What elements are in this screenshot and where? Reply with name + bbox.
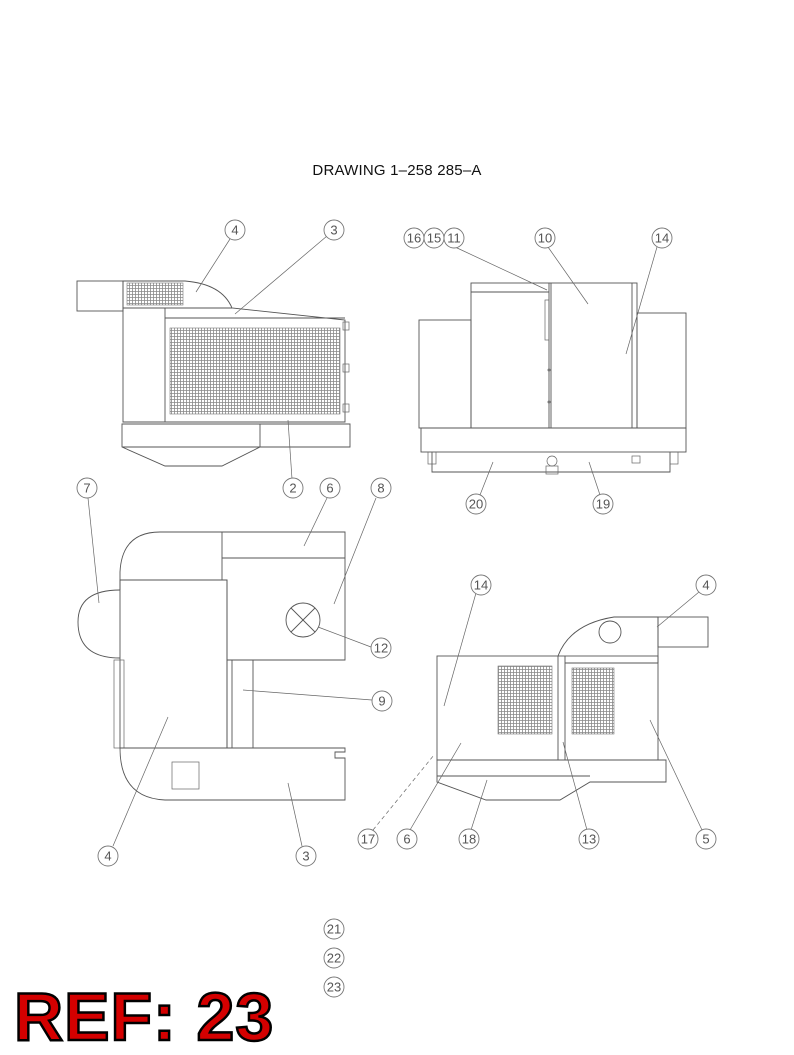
balloon-3-bottom-left: 3	[295, 845, 317, 867]
leader-lines	[87, 235, 703, 847]
svg-text:4: 4	[702, 578, 709, 593]
balloon-22: 22	[323, 947, 345, 969]
svg-text:3: 3	[330, 223, 337, 238]
balloon-17: 17	[357, 828, 379, 850]
svg-text:2: 2	[289, 481, 296, 496]
svg-text:23: 23	[327, 980, 341, 995]
balloon-5: 5	[695, 828, 717, 850]
balloon-3-top-left: 3	[323, 219, 345, 241]
svg-text:19: 19	[596, 497, 610, 512]
svg-text:21: 21	[327, 922, 341, 937]
balloon-6-bottom-right: 6	[396, 828, 418, 850]
balloon-7: 7	[76, 477, 98, 499]
svg-text:20: 20	[469, 497, 483, 512]
svg-text:12: 12	[374, 641, 388, 656]
svg-text:18: 18	[462, 832, 476, 847]
svg-text:15: 15	[427, 231, 441, 246]
svg-text:14: 14	[474, 578, 488, 593]
svg-text:13: 13	[582, 832, 596, 847]
view-top-bottom-left	[77, 531, 346, 801]
balloon-15: 15	[423, 227, 445, 249]
balloon-21: 21	[323, 918, 345, 940]
svg-text:8: 8	[377, 481, 384, 496]
balloon-19: 19	[592, 493, 614, 515]
balloon-14-top-right: 14	[651, 227, 673, 249]
balloon-10: 10	[534, 227, 556, 249]
balloon-4-top-left: 4	[224, 219, 246, 241]
balloon-6-bottom-left: 6	[319, 477, 341, 499]
balloon-13: 13	[578, 828, 600, 850]
balloon-9: 9	[371, 690, 393, 712]
svg-text:17: 17	[361, 832, 375, 847]
part-balloons: 4 3 2 16 15 11 10 14 20 19 7 6 8 12 9 4 …	[76, 219, 717, 998]
balloon-12: 12	[370, 637, 392, 659]
balloon-18: 18	[458, 828, 480, 850]
balloon-4-bottom-right: 4	[695, 574, 717, 596]
svg-text:6: 6	[326, 481, 333, 496]
balloon-20: 20	[465, 493, 487, 515]
svg-text:10: 10	[538, 231, 552, 246]
svg-text:5: 5	[702, 832, 709, 847]
svg-text:9: 9	[378, 694, 385, 709]
drawing-title: DRAWING 1–258 285–A	[312, 162, 482, 179]
svg-text:4: 4	[104, 849, 111, 864]
balloon-2-top-left: 2	[282, 477, 304, 499]
svg-text:3: 3	[302, 849, 309, 864]
view-front-top-right	[418, 282, 687, 475]
balloon-23: 23	[323, 976, 345, 998]
svg-text:14: 14	[655, 231, 669, 246]
balloon-14-bottom-right: 14	[470, 574, 492, 596]
svg-text:7: 7	[83, 481, 90, 496]
balloon-8: 8	[370, 477, 392, 499]
balloon-11: 11	[443, 227, 465, 249]
balloon-4-bottom-left: 4	[97, 845, 119, 867]
svg-text:11: 11	[447, 231, 461, 246]
ref-label: REF: 23	[13, 979, 275, 1055]
svg-text:4: 4	[231, 223, 238, 238]
svg-text:16: 16	[407, 231, 421, 246]
svg-text:6: 6	[403, 832, 410, 847]
svg-text:22: 22	[327, 951, 341, 966]
view-side-bottom-right	[436, 616, 709, 801]
view-side-top-left	[76, 280, 351, 467]
balloon-16: 16	[403, 227, 425, 249]
